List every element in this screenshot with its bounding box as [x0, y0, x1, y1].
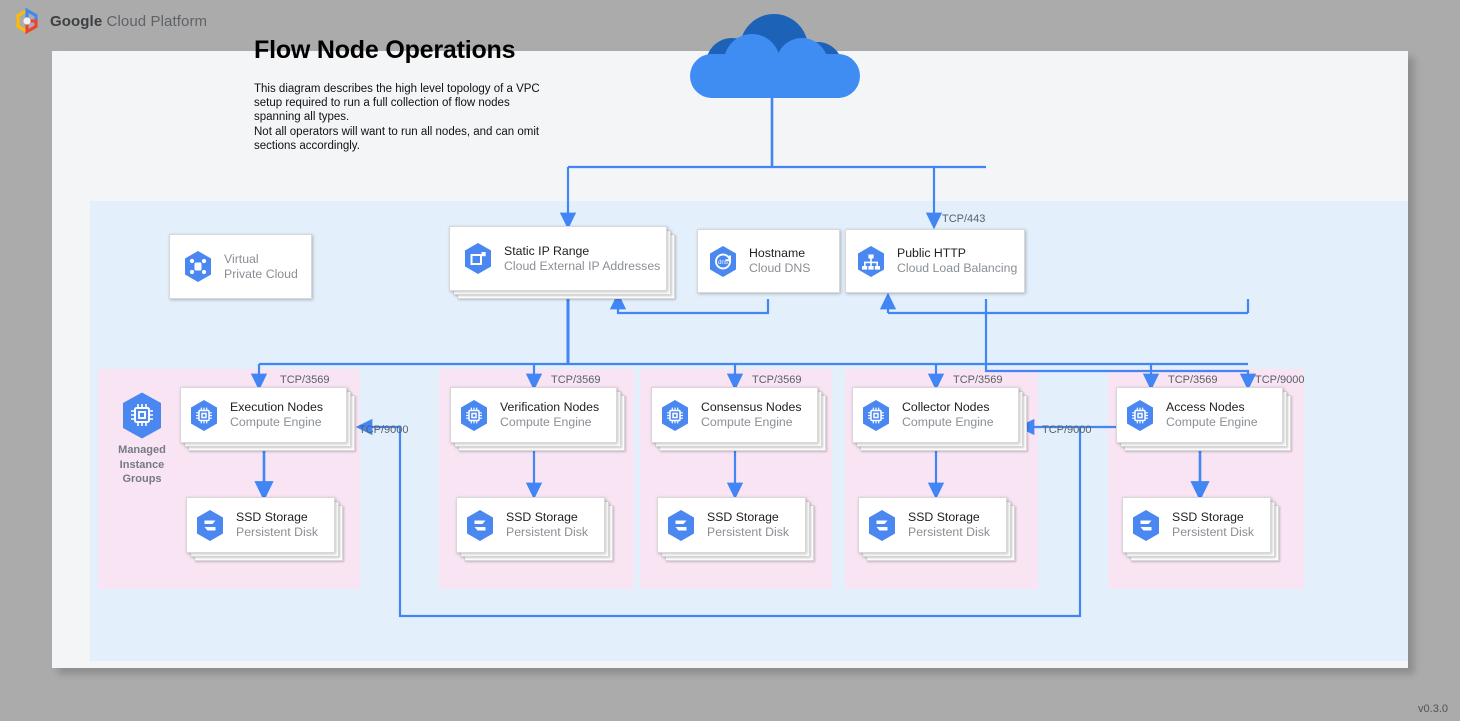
edge-label-access-to-execution: TCP/9000 — [359, 424, 409, 436]
node-card-text: Static IP Range Cloud External IP Addres… — [504, 244, 660, 274]
node-card-collector-nodes[interactable]: Collector Nodes Compute Engine — [852, 387, 1027, 451]
cloud-icon — [682, 14, 868, 98]
node-card-text: Hostname Cloud DNS — [749, 246, 811, 276]
node-title: SSD Storage — [236, 510, 308, 524]
node-subtitle: Compute Engine — [1166, 415, 1258, 429]
cloud-load-balancing-icon — [856, 245, 886, 278]
node-subtitle: Cloud Load Balancing — [897, 261, 1018, 275]
compute-engine-icon — [660, 399, 690, 432]
compute-engine-icon — [1125, 399, 1155, 432]
node-card-text: Execution Nodes Compute Engine — [230, 400, 323, 430]
page-title: Flow Node Operations — [254, 36, 516, 64]
node-subtitle: Persistent Disk — [1172, 525, 1255, 539]
node-title: Virtual — [224, 251, 259, 266]
compute-engine-icon — [459, 399, 489, 432]
node-title: Verification Nodes — [500, 400, 600, 414]
node-title: SSD Storage — [1172, 510, 1244, 524]
gcp-brand-suffix: Cloud Platform — [102, 12, 208, 30]
node-card-text: SSD Storage Persistent Disk — [908, 510, 990, 540]
edge-label-access-to-collector: TCP/9000 — [1042, 424, 1092, 436]
page-description: This diagram describes the high level to… — [254, 83, 540, 152]
diagram-canvas: Flow Node Operations This diagram descri… — [52, 14, 1408, 668]
version-label: v0.3.0 — [1418, 703, 1448, 715]
cloud-external-ip-icon — [463, 242, 493, 275]
node-subtitle: Persistent Disk — [908, 525, 991, 539]
gcp-brand: Google Cloud Platform — [14, 6, 207, 36]
node-card-verification-nodes[interactable]: Verification Nodes Compute Engine — [450, 387, 625, 451]
node-title: Collector Nodes — [902, 400, 990, 414]
node-card-ssd-storage-collector[interactable]: SSD Storage Persistent Disk — [858, 497, 1015, 561]
edge-label-collector-inbound: TCP/3569 — [953, 374, 1003, 386]
persistent-disk-icon — [465, 509, 495, 542]
node-title: Execution Nodes — [230, 400, 323, 414]
node-card-ssd-storage-verification[interactable]: SSD Storage Persistent Disk — [456, 497, 613, 561]
persistent-disk-icon — [1131, 509, 1161, 542]
node-card-text: SSD Storage Persistent Disk — [236, 510, 318, 540]
node-card-text: Virtual Private Cloud — [224, 252, 298, 282]
node-card-hostname[interactable]: dns Hostname Cloud DNS — [697, 229, 840, 293]
node-title: Public HTTP — [897, 246, 967, 260]
node-title: Static IP Range — [504, 243, 590, 258]
node-subtitle: Persistent Disk — [707, 525, 790, 539]
persistent-disk-icon — [195, 509, 225, 542]
node-card-text: Public HTTP Cloud Load Balancing — [897, 246, 1017, 276]
node-title: SSD Storage — [506, 510, 578, 524]
compute-engine-icon — [189, 399, 219, 432]
node-title: Consensus Nodes — [701, 400, 802, 414]
gcp-brand-text: Google Cloud Platform — [50, 13, 207, 30]
virtual-private-cloud-icon — [183, 250, 213, 283]
edge-label-lb-ingress: TCP/443 — [942, 213, 986, 225]
node-card-public-http[interactable]: Public HTTP Cloud Load Balancing — [845, 229, 1025, 293]
node-card-execution-nodes[interactable]: Execution Nodes Compute Engine — [180, 387, 355, 451]
svg-text:dns: dns — [718, 260, 728, 266]
node-subtitle: Persistent Disk — [506, 525, 589, 539]
node-subtitle: Compute Engine — [500, 415, 592, 429]
node-subtitle: Compute Engine — [902, 415, 994, 429]
persistent-disk-icon — [867, 509, 897, 542]
node-subtitle: Compute Engine — [701, 415, 793, 429]
edge-label-access-inbound-2: TCP/9000 — [1255, 374, 1305, 386]
node-card-ssd-storage-access[interactable]: SSD Storage Persistent Disk — [1122, 497, 1279, 561]
edge-label-execution-inbound: TCP/3569 — [280, 374, 330, 386]
node-title: Hostname — [749, 246, 806, 260]
edge-label-access-inbound: TCP/3569 — [1168, 374, 1218, 386]
persistent-disk-icon — [666, 509, 696, 542]
node-card-text: SSD Storage Persistent Disk — [1172, 510, 1254, 540]
gcp-brand-prefix: Google — [50, 12, 103, 30]
node-title: SSD Storage — [908, 510, 980, 524]
edge-label-consensus-inbound: TCP/3569 — [752, 374, 802, 386]
node-title: SSD Storage — [707, 510, 779, 524]
node-subtitle: Private Cloud — [224, 266, 298, 281]
node-card-text: Access Nodes Compute Engine — [1166, 400, 1258, 430]
node-subtitle: Cloud External IP Addresses — [504, 258, 661, 273]
cloud-dns-icon: dns — [708, 245, 738, 278]
node-card-text: SSD Storage Persistent Disk — [707, 510, 789, 540]
node-card-text: Verification Nodes Compute Engine — [500, 400, 599, 430]
node-title: Access Nodes — [1166, 400, 1245, 414]
node-card-virtual-private-cloud[interactable]: Virtual Private Cloud — [169, 234, 312, 299]
node-card-text: Collector Nodes Compute Engine — [902, 400, 994, 430]
node-card-ssd-storage-execution[interactable]: SSD Storage Persistent Disk — [186, 497, 343, 561]
node-card-consensus-nodes[interactable]: Consensus Nodes Compute Engine — [651, 387, 826, 451]
node-card-access-nodes[interactable]: Access Nodes Compute Engine — [1116, 387, 1291, 451]
node-card-ssd-storage-consensus[interactable]: SSD Storage Persistent Disk — [657, 497, 814, 561]
edge-label-verification-inbound: TCP/3569 — [551, 374, 601, 386]
node-card-text: SSD Storage Persistent Disk — [506, 510, 588, 540]
managed-instance-groups-icon — [120, 391, 164, 440]
node-subtitle: Persistent Disk — [236, 525, 319, 539]
node-card-text: Consensus Nodes Compute Engine — [701, 400, 801, 430]
compute-engine-icon — [861, 399, 891, 432]
node-subtitle: Cloud DNS — [749, 261, 811, 275]
node-subtitle: Compute Engine — [230, 415, 322, 429]
node-card-static-ip-range[interactable]: Static IP Range Cloud External IP Addres… — [449, 226, 675, 299]
gcp-hexagon-logo-icon — [14, 7, 40, 35]
